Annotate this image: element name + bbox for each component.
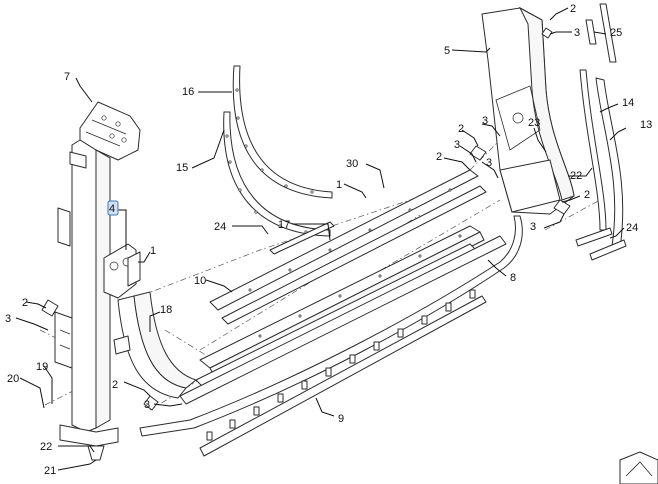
strip-9-tabs — [206, 289, 476, 441]
arc-16-holes — [235, 88, 314, 194]
part-24-right — [575, 227, 627, 261]
callout-19: 19 — [36, 361, 48, 373]
callout-3b: 3 — [144, 399, 150, 411]
part-15-arc — [223, 111, 331, 237]
callout-10: 10 — [194, 275, 206, 287]
callout-8: 8 — [510, 272, 516, 284]
callout-3e: 3 — [482, 115, 488, 127]
callout-7: 7 — [64, 71, 70, 83]
callout-5: 5 — [444, 45, 450, 57]
arc-15-holes — [225, 134, 308, 234]
part-5-panel — [481, 6, 575, 215]
callout-2a: 2 — [22, 297, 28, 309]
callout-2d: 2 — [458, 123, 464, 135]
left-curved-rail — [113, 291, 198, 399]
callout-18: 18 — [160, 304, 172, 316]
callout-30: 30 — [346, 158, 358, 170]
callout-3f: 3 — [486, 157, 492, 169]
callout-2f: 2 — [584, 189, 590, 201]
callout-22a: 22 — [40, 441, 52, 453]
channel-holes — [248, 188, 462, 338]
callout-22b: 22 — [570, 170, 582, 182]
callout-2b: 2 — [112, 379, 118, 391]
callout-3g: 3 — [530, 221, 536, 233]
callout-3d: 3 — [454, 139, 460, 151]
callout-2e: 2 — [436, 151, 442, 163]
leader-lines — [15, 7, 627, 471]
callout-16: 16 — [182, 86, 194, 98]
part-8-rail — [139, 215, 523, 437]
callout-20: 20 — [7, 373, 19, 385]
callout-4: 4 — [109, 203, 115, 215]
small-hardware — [41, 27, 571, 411]
callout-14: 14 — [622, 97, 634, 109]
callout-21: 21 — [44, 465, 56, 477]
callout-4-highlight — [107, 200, 119, 216]
callout-24b: 24 — [626, 222, 638, 234]
view-orientation-icon — [619, 451, 658, 484]
floor-channels — [179, 169, 507, 405]
callout-15: 15 — [176, 162, 188, 174]
callout-23: 23 — [528, 117, 540, 129]
callout-1b: 1 — [336, 179, 342, 191]
callout-9: 9 — [338, 413, 344, 425]
part-25-strip — [585, 3, 617, 63]
callout-25: 25 — [610, 27, 622, 39]
callout-1a: 1 — [150, 245, 156, 257]
callout-labels: 7 16 15 4 1 24 17 30 1 10 18 2 3 19 20 2… — [5, 3, 652, 477]
callout-13: 13 — [640, 119, 652, 131]
part-4-bracket — [103, 243, 141, 299]
part-7-post — [54, 101, 141, 461]
callout-3a: 3 — [5, 313, 11, 325]
part-9-strip — [199, 289, 487, 457]
callout-2c: 2 — [570, 3, 576, 15]
part-16-arc — [232, 65, 333, 199]
callout-17: 17 — [278, 219, 290, 231]
callout-3c: 3 — [574, 27, 580, 39]
callout-24a: 24 — [214, 221, 226, 233]
